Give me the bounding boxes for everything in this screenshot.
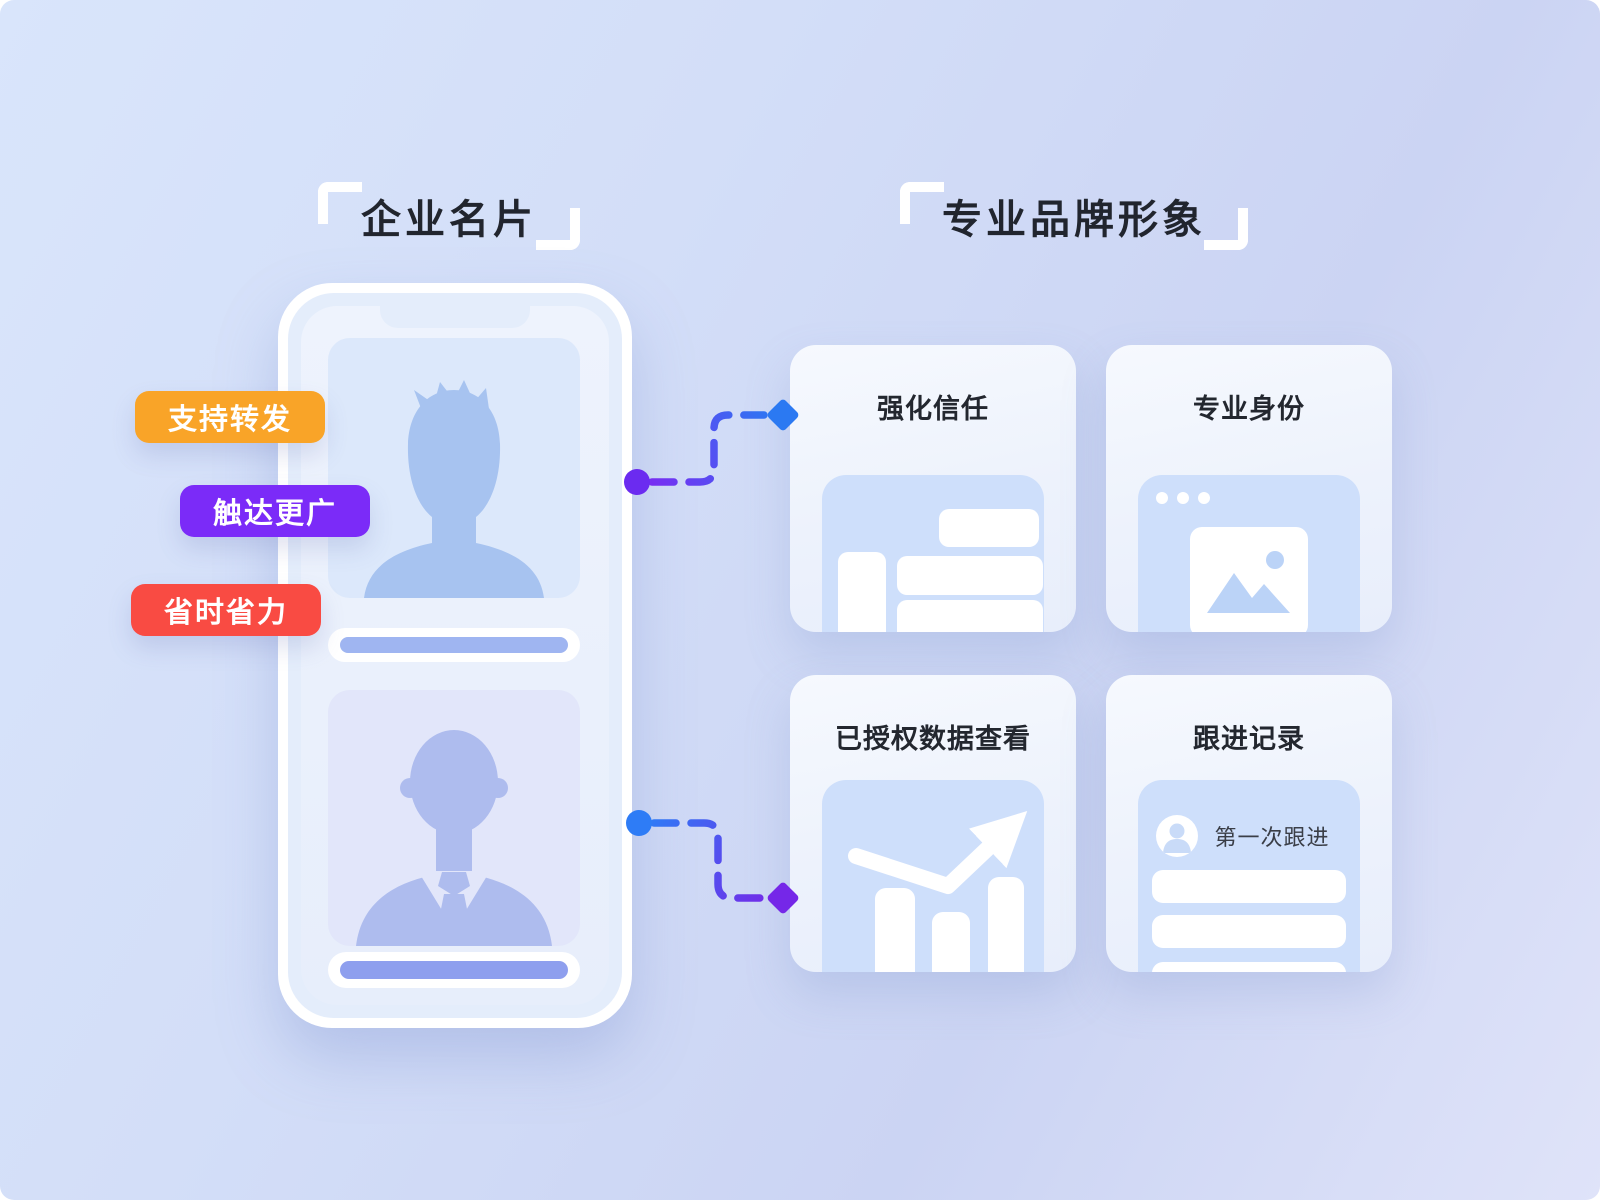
layout-block <box>838 552 886 632</box>
business-card-layout-icon <box>822 475 1044 632</box>
tag-label: 省时省力 <box>163 597 288 629</box>
card-title: 已授权数据查看 <box>835 724 1031 754</box>
record-row <box>1152 870 1346 903</box>
corner-bracket-bottom-right-icon <box>536 208 580 250</box>
connector-bottom-dashed-line <box>650 819 768 902</box>
tag-save-time: 省时省力 <box>131 584 321 636</box>
phone-screen <box>301 306 609 1005</box>
profile-card-1 <box>328 338 580 598</box>
section-title-text: 企业名片 <box>361 198 537 242</box>
phone-mockup <box>278 283 632 1028</box>
layout-block <box>897 556 1043 595</box>
layout-block <box>939 509 1039 547</box>
feature-card-authorized-data: 已授权数据查看 <box>790 675 1076 972</box>
tag-label: 支持转发 <box>167 404 292 436</box>
record-entry-header: 第一次跟进 <box>1152 814 1346 858</box>
card-title: 专业身份 <box>1193 394 1305 424</box>
tag-wider-reach: 触达更广 <box>180 485 370 537</box>
user-icon <box>1163 823 1191 853</box>
corner-bracket-top-left-icon <box>318 182 362 224</box>
name-bar-fill <box>340 637 568 653</box>
phone-notch <box>380 306 530 328</box>
corner-bracket-top-left-icon <box>900 182 944 224</box>
corner-bracket-bottom-right-icon <box>1204 208 1248 250</box>
connector-top-dashed-line <box>648 411 768 486</box>
name-bar-2 <box>328 952 580 988</box>
follow-up-list-icon: 第一次跟进 <box>1138 780 1360 972</box>
card-title: 跟进记录 <box>1193 724 1305 754</box>
name-bar-fill <box>340 961 568 979</box>
avatar-icon <box>1156 815 1198 857</box>
male-avatar-icon <box>364 380 544 598</box>
tag-label: 触达更广 <box>212 498 337 530</box>
photo-icon <box>1207 551 1290 613</box>
profile-card-2 <box>328 690 580 946</box>
section-title-text: 专业品牌形象 <box>942 198 1206 242</box>
feature-card-identity: 专业身份 <box>1106 345 1392 632</box>
record-row <box>1152 962 1346 972</box>
name-bar-1 <box>328 628 580 662</box>
section-title-business-card: 企业名片 <box>318 182 580 250</box>
trend-bar-chart-icon <box>822 780 1044 972</box>
feature-card-follow-up: 跟进记录 第一次跟进 <box>1106 675 1392 972</box>
feature-card-trust: 强化信任 <box>790 345 1076 632</box>
browser-dots-icon <box>1156 492 1210 504</box>
layout-block <box>897 600 1043 632</box>
section-title-brand-image: 专业品牌形象 <box>900 182 1248 250</box>
card-title: 强化信任 <box>877 394 989 424</box>
phone-bezel <box>288 293 622 1018</box>
male-avatar-suit-icon <box>356 730 552 946</box>
tag-forward-support: 支持转发 <box>135 391 325 443</box>
chart-icon <box>848 811 1028 972</box>
record-entry-label: 第一次跟进 <box>1214 825 1330 850</box>
record-row <box>1152 915 1346 948</box>
browser-window-icon <box>1138 475 1360 632</box>
image-placeholder-icon <box>1190 527 1308 632</box>
